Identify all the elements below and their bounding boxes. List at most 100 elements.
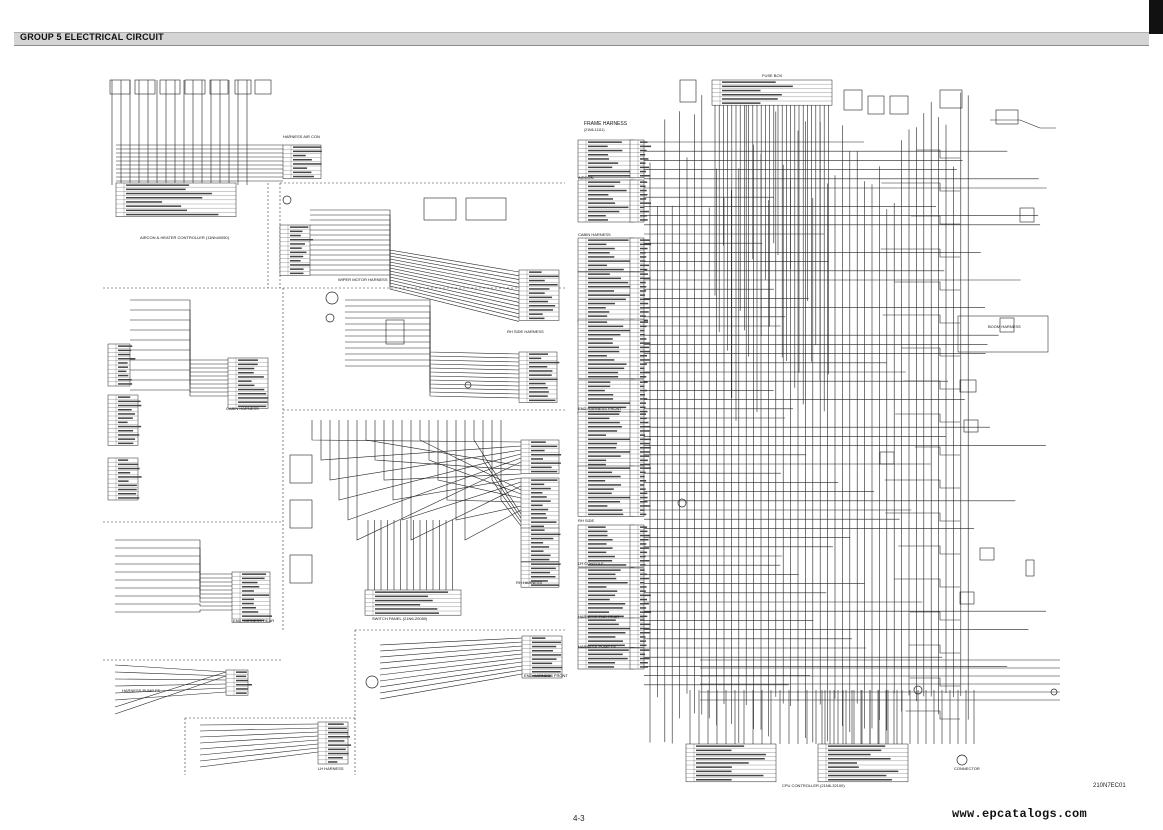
frame-block-2-text xyxy=(588,252,610,254)
cabin-left-block-text xyxy=(118,370,127,373)
frame-pin-block-4-text xyxy=(640,376,647,378)
wire xyxy=(894,578,960,588)
frame-block-0-text xyxy=(588,175,631,177)
frame-pin-block-6-text xyxy=(640,459,648,462)
rh-side-block-top-text xyxy=(529,275,559,278)
cpu-block-left-text xyxy=(696,762,749,764)
end-front-block-text xyxy=(532,662,553,665)
rh-block-1-text xyxy=(531,458,544,460)
frame-pin-block-5-text xyxy=(640,381,648,383)
wire xyxy=(374,420,522,471)
wire xyxy=(130,319,228,369)
fuse-box-block-text xyxy=(722,89,761,92)
wire xyxy=(114,675,227,715)
frame-block-5-text xyxy=(588,402,631,404)
frame-block-4-text xyxy=(588,350,620,353)
rh-side-block-bottom-text xyxy=(529,387,548,389)
frame-pin-block-4-text xyxy=(640,329,645,332)
frame-block-5-text xyxy=(588,394,614,396)
cabin-left-block-2-text xyxy=(118,400,141,403)
frame-pin-block-0-text xyxy=(640,170,646,173)
wire xyxy=(114,671,227,708)
page-corner-tab xyxy=(1149,0,1163,34)
wire xyxy=(491,420,522,523)
rh-block-4 xyxy=(520,561,561,588)
device-box-10 xyxy=(289,499,313,529)
wire xyxy=(130,339,228,377)
frame-block-1-text xyxy=(588,194,609,196)
fuse-box-block-text xyxy=(722,98,778,100)
device-box-26 xyxy=(1025,559,1035,577)
frame-block-2-text xyxy=(588,260,633,262)
lh-block-text xyxy=(328,757,343,759)
frame-block-9-text xyxy=(588,582,628,584)
frame-block-10-text xyxy=(588,636,616,638)
cpu-block-left-text xyxy=(696,770,732,773)
rh-side-block-bottom-text xyxy=(529,361,560,364)
cabin-left-block-2-text xyxy=(118,404,142,407)
frame-block-4-text xyxy=(588,359,615,361)
aircon-controller-block-text xyxy=(126,197,203,199)
frame-block-2-text xyxy=(588,243,607,246)
frame-pin-block-0-text xyxy=(640,149,647,152)
frame-block-10-text xyxy=(588,632,626,634)
cpu-block-left-text xyxy=(696,779,732,781)
rh-side-block-top-text xyxy=(529,296,553,299)
frame-block-4-text xyxy=(588,346,619,349)
wiper-block-text xyxy=(290,239,314,241)
frame-pin-block-5-text xyxy=(640,402,647,404)
frame-block-6-text xyxy=(588,434,607,436)
frame-block-9-text xyxy=(588,590,618,592)
harness-aircon-block xyxy=(282,144,322,179)
frame-pin-block-9-text xyxy=(640,615,648,618)
frame-block-5-text xyxy=(588,389,605,392)
frame-pin-block-4 xyxy=(629,319,651,380)
frame-block-11-text xyxy=(588,662,615,664)
frame-block-4-text xyxy=(588,338,613,340)
wire xyxy=(910,611,960,621)
frame-block-3-text xyxy=(588,298,626,301)
device-box-11 xyxy=(289,554,313,584)
rh-block-3 xyxy=(520,527,561,562)
frame-block-5-text xyxy=(588,381,611,383)
boom-frame xyxy=(957,315,1049,353)
cabin-left-block-text xyxy=(118,383,133,385)
wire xyxy=(482,420,522,519)
end-rear-block-text xyxy=(242,619,264,622)
frame-block-1-text xyxy=(588,198,614,200)
wire xyxy=(914,446,960,456)
section-frames xyxy=(103,182,1049,775)
device-box-23 xyxy=(879,451,895,465)
frame-block-3-text xyxy=(588,307,606,309)
wire xyxy=(356,420,522,541)
end-front-block-text xyxy=(532,645,557,648)
frame-pin-block-8-text xyxy=(640,539,649,541)
rh-block-3-text xyxy=(531,542,544,544)
rh-block-2-text xyxy=(531,479,558,481)
harness-aircon-block-text xyxy=(293,150,322,153)
cabin-left-block-3-text xyxy=(118,493,137,495)
frame-block-1-text xyxy=(588,206,629,209)
device-box-25 xyxy=(959,591,975,605)
rh-block-2-text xyxy=(531,525,545,528)
frame-block-5-text xyxy=(588,410,621,413)
rh-block-1-text xyxy=(531,445,558,448)
cabin-block-text xyxy=(238,397,269,399)
frame-pin-block-1-text xyxy=(640,215,648,217)
frame-pin-block-5-text xyxy=(640,389,648,392)
frame-block-9-text xyxy=(588,615,624,618)
device-box-12 xyxy=(385,319,405,345)
end-rear-block-text xyxy=(242,607,256,609)
frame-block-8-text xyxy=(588,555,615,558)
boom-harness-label: BOOM HARNESS xyxy=(988,324,1021,329)
component-symbol-6 xyxy=(956,754,968,766)
end-rear-block-text xyxy=(242,602,254,605)
cpu-block-right-text xyxy=(828,770,899,773)
rh-side-label: RH SIDE xyxy=(578,518,595,523)
end-front-block-text xyxy=(532,675,552,677)
wire xyxy=(114,678,227,681)
pump-fe-block-text xyxy=(236,671,247,673)
frame-block-10-text xyxy=(588,627,632,630)
lh-block-text xyxy=(328,727,347,730)
wire xyxy=(379,665,523,688)
